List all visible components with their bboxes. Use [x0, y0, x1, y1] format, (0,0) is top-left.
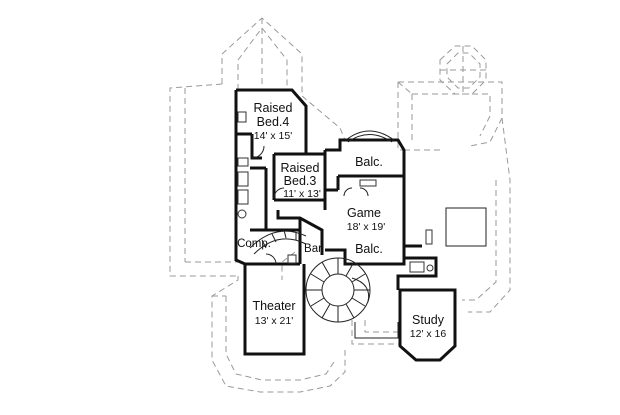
svg-text:Raised: Raised: [281, 161, 320, 175]
svg-text:Raised: Raised: [254, 101, 293, 115]
room-label-bar: Bar: [304, 243, 322, 255]
deck-square: [445, 207, 487, 247]
interior-stair: [249, 229, 307, 255]
walls: [234, 88, 457, 362]
roof-outline: [169, 17, 511, 393]
svg-text:Theater: Theater: [252, 299, 295, 313]
svg-text:18' x 19': 18' x 19': [347, 221, 385, 233]
svg-text:Game: Game: [347, 206, 381, 220]
fixtures: [237, 111, 434, 273]
door-swings: [251, 145, 369, 265]
room-label-balcony-top: Balc.: [355, 155, 383, 169]
room-label-game: Game 18' x 19': [347, 206, 385, 233]
svg-text:11' x 13': 11' x 13': [283, 188, 321, 200]
svg-text:14' x 15': 14' x 15': [254, 130, 292, 142]
balcony-arc: [345, 130, 395, 141]
room-label-comp: Comp.: [237, 238, 271, 250]
svg-text:Study: Study: [412, 313, 445, 327]
room-label-theater: Theater 13' x 21': [252, 299, 295, 327]
svg-text:Bed.3: Bed.3: [284, 174, 317, 188]
svg-text:13' x 21': 13' x 21': [255, 315, 293, 327]
svg-text:Bed.4: Bed.4: [257, 115, 290, 129]
spiral-stair: [305, 257, 371, 323]
svg-text:12' x 16: 12' x 16: [410, 328, 447, 340]
room-label-study: Study 12' x 16: [410, 313, 447, 340]
room-label-raised-bed-4: Raised Bed.4 14' x 15': [254, 101, 293, 142]
room-label-balcony-game: Balc.: [355, 242, 383, 256]
room-label-raised-bed-3: Raised Bed.3 11' x 13': [281, 161, 321, 200]
